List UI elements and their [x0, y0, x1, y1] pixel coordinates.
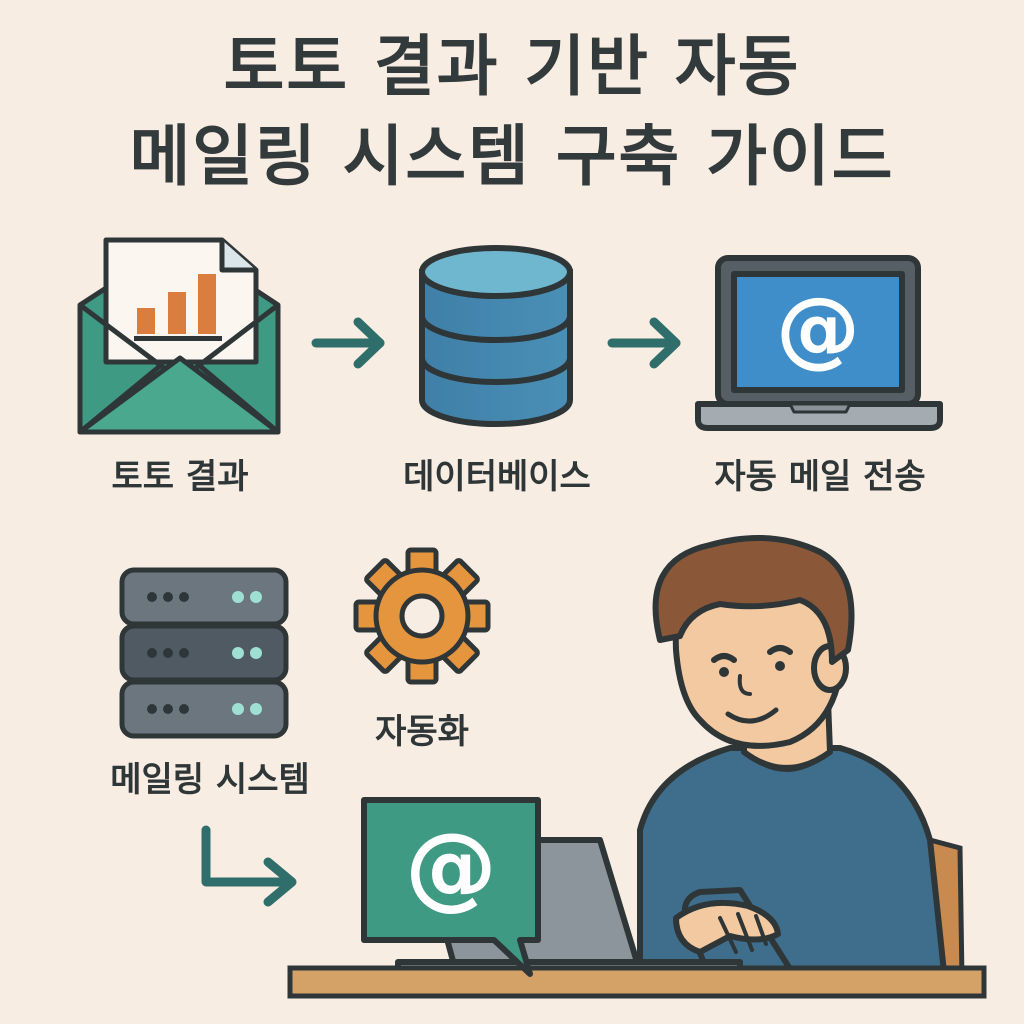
step1-label: 토토 결과: [111, 457, 249, 497]
at-icon: @: [405, 813, 497, 920]
step3-label: 자동 메일 전송: [714, 457, 926, 497]
automation-label: 자동화: [375, 712, 469, 752]
mailing-system-label: 메일링 시스템: [110, 760, 310, 800]
database-icon: [419, 245, 573, 427]
desk: [287, 965, 987, 999]
page-title: 토토 결과 기반 자동 메일링 시스템 구축 가이드: [0, 22, 1024, 202]
arrow-right-icon: [607, 317, 681, 369]
title-line-1: 토토 결과 기반 자동: [223, 28, 801, 105]
step2-label: 데이터베이스: [403, 457, 591, 497]
gear-icon: [353, 547, 491, 685]
arrow-right-icon: [311, 317, 385, 369]
arrow-bend-right-icon: [201, 825, 297, 907]
laptop-icon: [695, 255, 943, 431]
person-illustration: [637, 535, 947, 975]
envelope-icon: [77, 237, 281, 435]
title-line-2: 메일링 시스템 구축 가이드: [129, 118, 895, 195]
at-icon: @: [776, 279, 860, 377]
bar-chart-icon: [134, 274, 222, 341]
server-icon: [119, 567, 289, 739]
hair: [652, 535, 855, 665]
mail-popup: [361, 797, 541, 977]
